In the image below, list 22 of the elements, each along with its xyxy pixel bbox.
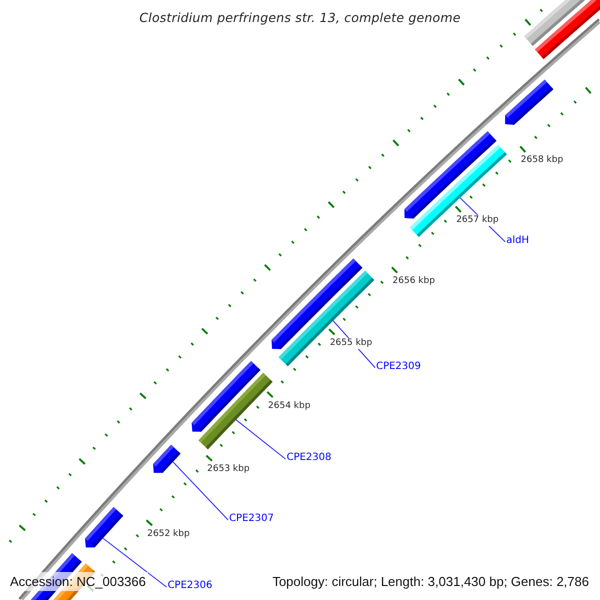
leader-line xyxy=(172,461,229,520)
gene-label: CPE2307 xyxy=(229,512,274,525)
accession-label: Accession: NC_003366 xyxy=(8,572,148,591)
scale-label: 2658 kbp xyxy=(520,155,564,166)
scale-label: 2652 kbp xyxy=(146,528,191,540)
pointed-gene-bar xyxy=(505,80,554,125)
scale-label: 2653 kbp xyxy=(206,464,251,476)
gene-label: CPE2306 xyxy=(168,580,212,592)
gene-label: CPE2308 xyxy=(286,452,332,464)
scale-label: 2657 kbp xyxy=(455,215,500,226)
pointed-gene-bar xyxy=(85,506,124,548)
gene-bar xyxy=(534,0,600,60)
gene-label: aldH xyxy=(506,234,529,247)
gene-label: CPE2309 xyxy=(376,360,421,373)
genome-info-label: Topology: circular; Length: 3,031,430 bp; Genes: 2,786 xyxy=(271,573,590,591)
scale-label: 2656 kbp xyxy=(392,276,436,288)
scale-label: 2655 kbp xyxy=(328,338,374,349)
pointed-gene-bar xyxy=(153,444,181,473)
leader-line xyxy=(236,419,286,460)
diagram-title: Clostridium perfringens str. 13, complete genome xyxy=(139,10,461,26)
scale-label: 2654 kbp xyxy=(267,400,312,412)
leader-line xyxy=(102,538,168,588)
